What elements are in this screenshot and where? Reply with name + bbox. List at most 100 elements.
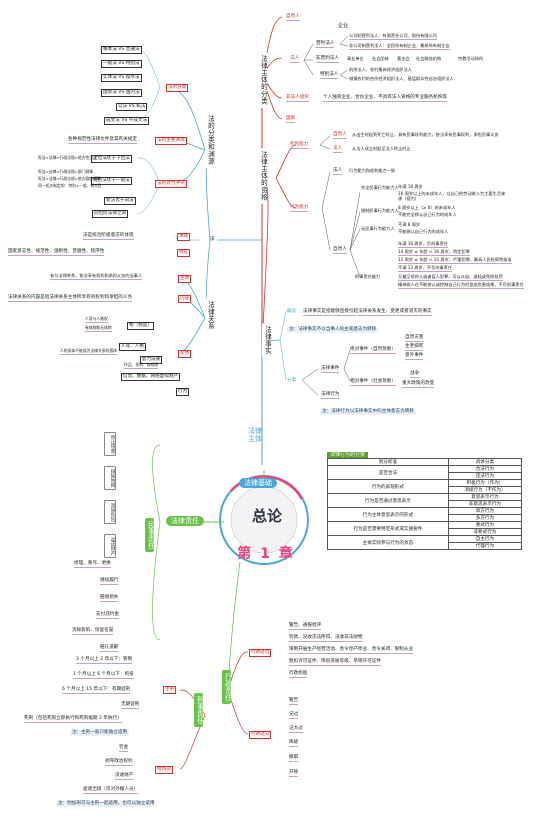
node-legal-act: 法律行为 [321,392,340,399]
node-legal-person: 法人 [290,56,300,63]
table-cell: 行为是否需要特定形式或实质要件 [327,521,449,536]
main-note: 注：主刑一般只能独立适用 [70,730,130,736]
branch-law-classification: 法的分类和渊源 [205,112,215,168]
rc-legal-text: 从法人成立时起至法人终止时止 [352,146,411,151]
profit-item-1: 非公司制营利法人：全民所有制企业、集体所有制企业 [349,43,450,50]
object-note-2: 人的身体不能成为法律关系的客体 [60,348,117,355]
table-row: 行为是否通过意思表示意思表示行为 [327,493,523,508]
sanction-item-4: 撤职 [289,755,299,762]
effect-item-2: 新法优于旧法 [104,197,136,205]
table-cell: 非意思表示行为 [447,500,523,508]
effect-note-2: 宪法>法律>行政法规>地方政府规章 [38,176,101,181]
penalty-item-1: 罚款、没收违法所得、没收非法财物 [289,635,363,642]
node-legal-event: 法律事件 [321,366,340,373]
crim-item-3: 不满 12 周岁，不负刑事责任 [398,265,453,272]
table-cell: 违法行为 [447,472,523,480]
node-law-effect: 法的效力冲突 [155,180,187,188]
absolute-item-2: 意外事件 [405,353,424,360]
limited-item-0: 8 周岁以上（≥ 8）的未成年人 [398,205,456,210]
main-item-4: 死刑（包括死刑立即执行和死刑缓期 2 年执行） [24,716,122,723]
enterprise-icon: 企业 [338,23,349,29]
civil-item-4: 修理、重作、更换 [74,561,111,568]
node-rel-subject: 主体 [178,275,192,283]
node-fact-classify: 分类 [287,378,297,383]
sanction-item-2: 记大过 [289,726,303,733]
branch-legal-facts: 法律事实 [262,323,272,358]
table-cell: 主体实际参与行为的状态 [327,535,449,550]
node-rel-object: 客体 [178,350,192,358]
penalty-item-2: 暂扣许可证件、降低资质等级、吊销许可证件 [289,659,381,666]
cc-legal: 法人 [333,168,343,175]
node-rel-content: 内容 [178,295,192,303]
rc-legal: 法人 [333,146,343,153]
main-item-1: 1 个月以上 6 个月以下：拘役 [73,672,134,679]
limited-item-1: 不能完全辨认自己行为的成年人 [398,212,457,217]
civil-item-5: 继续履行 [100,578,119,585]
object-note-0: 人身与人格权 [85,316,108,323]
branch-civil-liability: 民事责任 [145,518,155,553]
pair-0: 根本法 VS 普通法 [101,46,142,54]
object-item-0: 物（物品） [127,322,154,330]
none-capacity: 无民事行为能力人 [361,226,395,231]
nonprofit-item-3: 社会服务机构 [416,56,442,61]
nonprofit-item-1: 社会团体 [372,56,389,61]
object-item-3: 信息、数据、网络虚拟财产 [121,373,181,381]
node-admin-penalty: 行政处罚 [249,649,272,657]
pair-2: 实体法 VS 程序法 [101,74,142,82]
node-special-legal: 特别法人 [320,72,339,79]
limited-capacity: 限制民事行为能力人 [361,208,399,213]
crim-item-2: 12 周岁 ≤ 年龄 < 14 周岁，严重犯罪，最高人民检察院核准 [398,257,512,264]
object-item-4: 行为 [176,388,190,396]
branch-subject-classification: 法律主体的分类 [258,52,268,108]
fact-note-2: 注：法律行为以法律事实中的主体意志为转移 [320,409,416,415]
effect-note-0: 宪法>法律>行政法规>地方性法规 [38,155,97,160]
node-nonprofit-legal: 非营利法人 [316,56,339,63]
civil-item-2: 消除危险 [104,500,116,525]
absolute-event: 绝对事件（自然现象） [350,347,396,354]
civil-item-6: 赔偿损失 [100,595,119,602]
civil-item-1: 排除妨碍 [104,466,116,491]
table-cell: 行为是否通过意思表示 [327,493,449,508]
table-header-row: 划分标准 具体分类 [327,458,523,466]
full-item-1: 16 周岁以上的未成年人，以自己的劳动收入为主要生活来源（视为） [398,191,506,201]
node-rights-capacity: 权利能力 [290,142,309,149]
table-row: 主体实际参与行为的状态自主行为 [327,535,523,550]
node-conduct-capacity: 行为能力 [290,205,309,212]
node-law-category: 法的分类 [166,84,189,92]
object-item-1: 人身、人格 [119,343,146,351]
table-row: 行为是否需要特定形式或实质要件要式行为 [327,521,523,536]
cc-legal-text: 行为能力和权利能力一致 [349,168,396,173]
unincorporated-text: 个人独资企业、合伙企业、不具有法人资格的专业服务机构等 [323,95,448,102]
civil-item-0: 停止侵害 [104,432,116,457]
table-cell: 多方行为 [447,514,523,522]
branch-criminal-liability: 刑事责任 [194,693,204,728]
civil-item-9: 赔礼道歉 [100,645,119,652]
pair-1: 一般法 VS 特别法 [101,60,142,68]
table-row: 行为的表现形式积极行为（作为） [327,479,523,494]
criminal-capacity: 刑事责任能力 [355,274,381,279]
crim-note-1: 又聋又哑的人或者盲人犯罪，可以从轻、减轻或免除处罚 [398,274,503,281]
effect-item-3: 同位阶法律之间 [92,210,129,218]
branch-admin-liability: 行政责任 [222,670,232,705]
table-cell: 要式行为 [447,521,523,529]
rel-subject-text: 参与法律关系，依法享有权利和承担义务的当事人 [50,273,143,280]
main-item-3: 无期徒刑 [121,702,140,709]
branch-subject-capacity: 法律主体的资格 [258,148,268,204]
node-profit-legal: 营利法人 [316,41,335,48]
absolute-item-0: 自然灾害 [405,335,424,342]
center-chapter: 第 1 章 [237,546,295,562]
extra-item-3: 驱逐出境（仅对外籍人员） [83,787,139,794]
absolute-item-1: 生老病死 [405,344,424,351]
effect-note-1: 宪法>法律>行政法规>部门规章 [38,169,94,174]
civil-item-8: 消除影响、恢复名誉 [72,628,114,635]
effect-item-0: 上位法优于下位法 [91,155,132,163]
branch-label-liability: 法律责任 [166,516,204,526]
effect-item-1: 特别法优于一般法 [91,177,132,185]
crim-item-1: 14 周岁 ≤ 年龄 < 16 周岁，特定犯罪 [398,249,470,256]
rel-content-text: 法律关系的内容是指法律关系主体所享有的权利和承担的义务 [8,295,133,302]
table-cell: 单方行为 [447,507,523,515]
classification-table: 划分标准 具体分类 是否合法合法行为 违法行为 行为的表现形式积极行为（作为） … [327,458,523,550]
table-cell: 是否合法 [327,465,449,480]
none-item-1: 不能辨认自己行为的成年人 [398,229,449,234]
sanction-item-1: 记过 [289,712,299,719]
